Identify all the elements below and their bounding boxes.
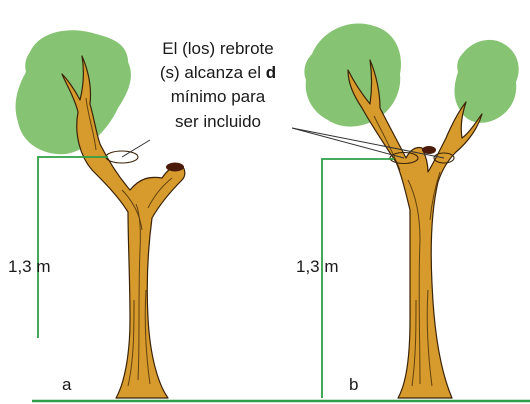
callout-line-2-text: (s) alcanza el	[160, 63, 266, 82]
panel-label-b: b	[349, 375, 358, 394]
callout-line-3: mínimo para	[171, 87, 266, 106]
callout-line-4: ser incluido	[175, 112, 261, 131]
tree-b-foliage-left	[304, 23, 401, 127]
pointer-to-tree-b-left	[291, 127, 405, 159]
height-label-b: 1,3 m	[296, 257, 339, 276]
callout-line-2: (s) alcanza el d	[160, 63, 276, 82]
callout-line-1: El (los) rebrote	[162, 39, 273, 58]
panel-label-a: a	[62, 375, 72, 394]
callout-line-2-bold: d	[266, 63, 276, 82]
height-guide-b	[321, 158, 394, 398]
tree-a	[15, 30, 186, 399]
tree-b-diameter-ellipse-right	[433, 152, 455, 164]
pointer-to-tree-b-right	[291, 127, 445, 159]
tree-b	[304, 23, 519, 399]
tree-b-bark-lines	[373, 115, 441, 387]
tree-b-diameter-ellipse-left	[389, 151, 419, 165]
pointer-to-tree-a	[121, 139, 151, 158]
tree-b-foliage-right	[454, 39, 519, 123]
callout-text: El (los) rebrote (s) alcanza el d mínimo…	[160, 39, 276, 131]
tree-b-cut-top	[422, 146, 436, 154]
tree-a-bark-lines	[85, 97, 173, 387]
tree-a-cut-top	[166, 162, 184, 172]
tree-a-trunk	[61, 55, 186, 399]
height-label-a: 1,3 m	[8, 257, 51, 276]
callout-pointers	[121, 127, 445, 159]
height-guide-a	[37, 156, 108, 338]
